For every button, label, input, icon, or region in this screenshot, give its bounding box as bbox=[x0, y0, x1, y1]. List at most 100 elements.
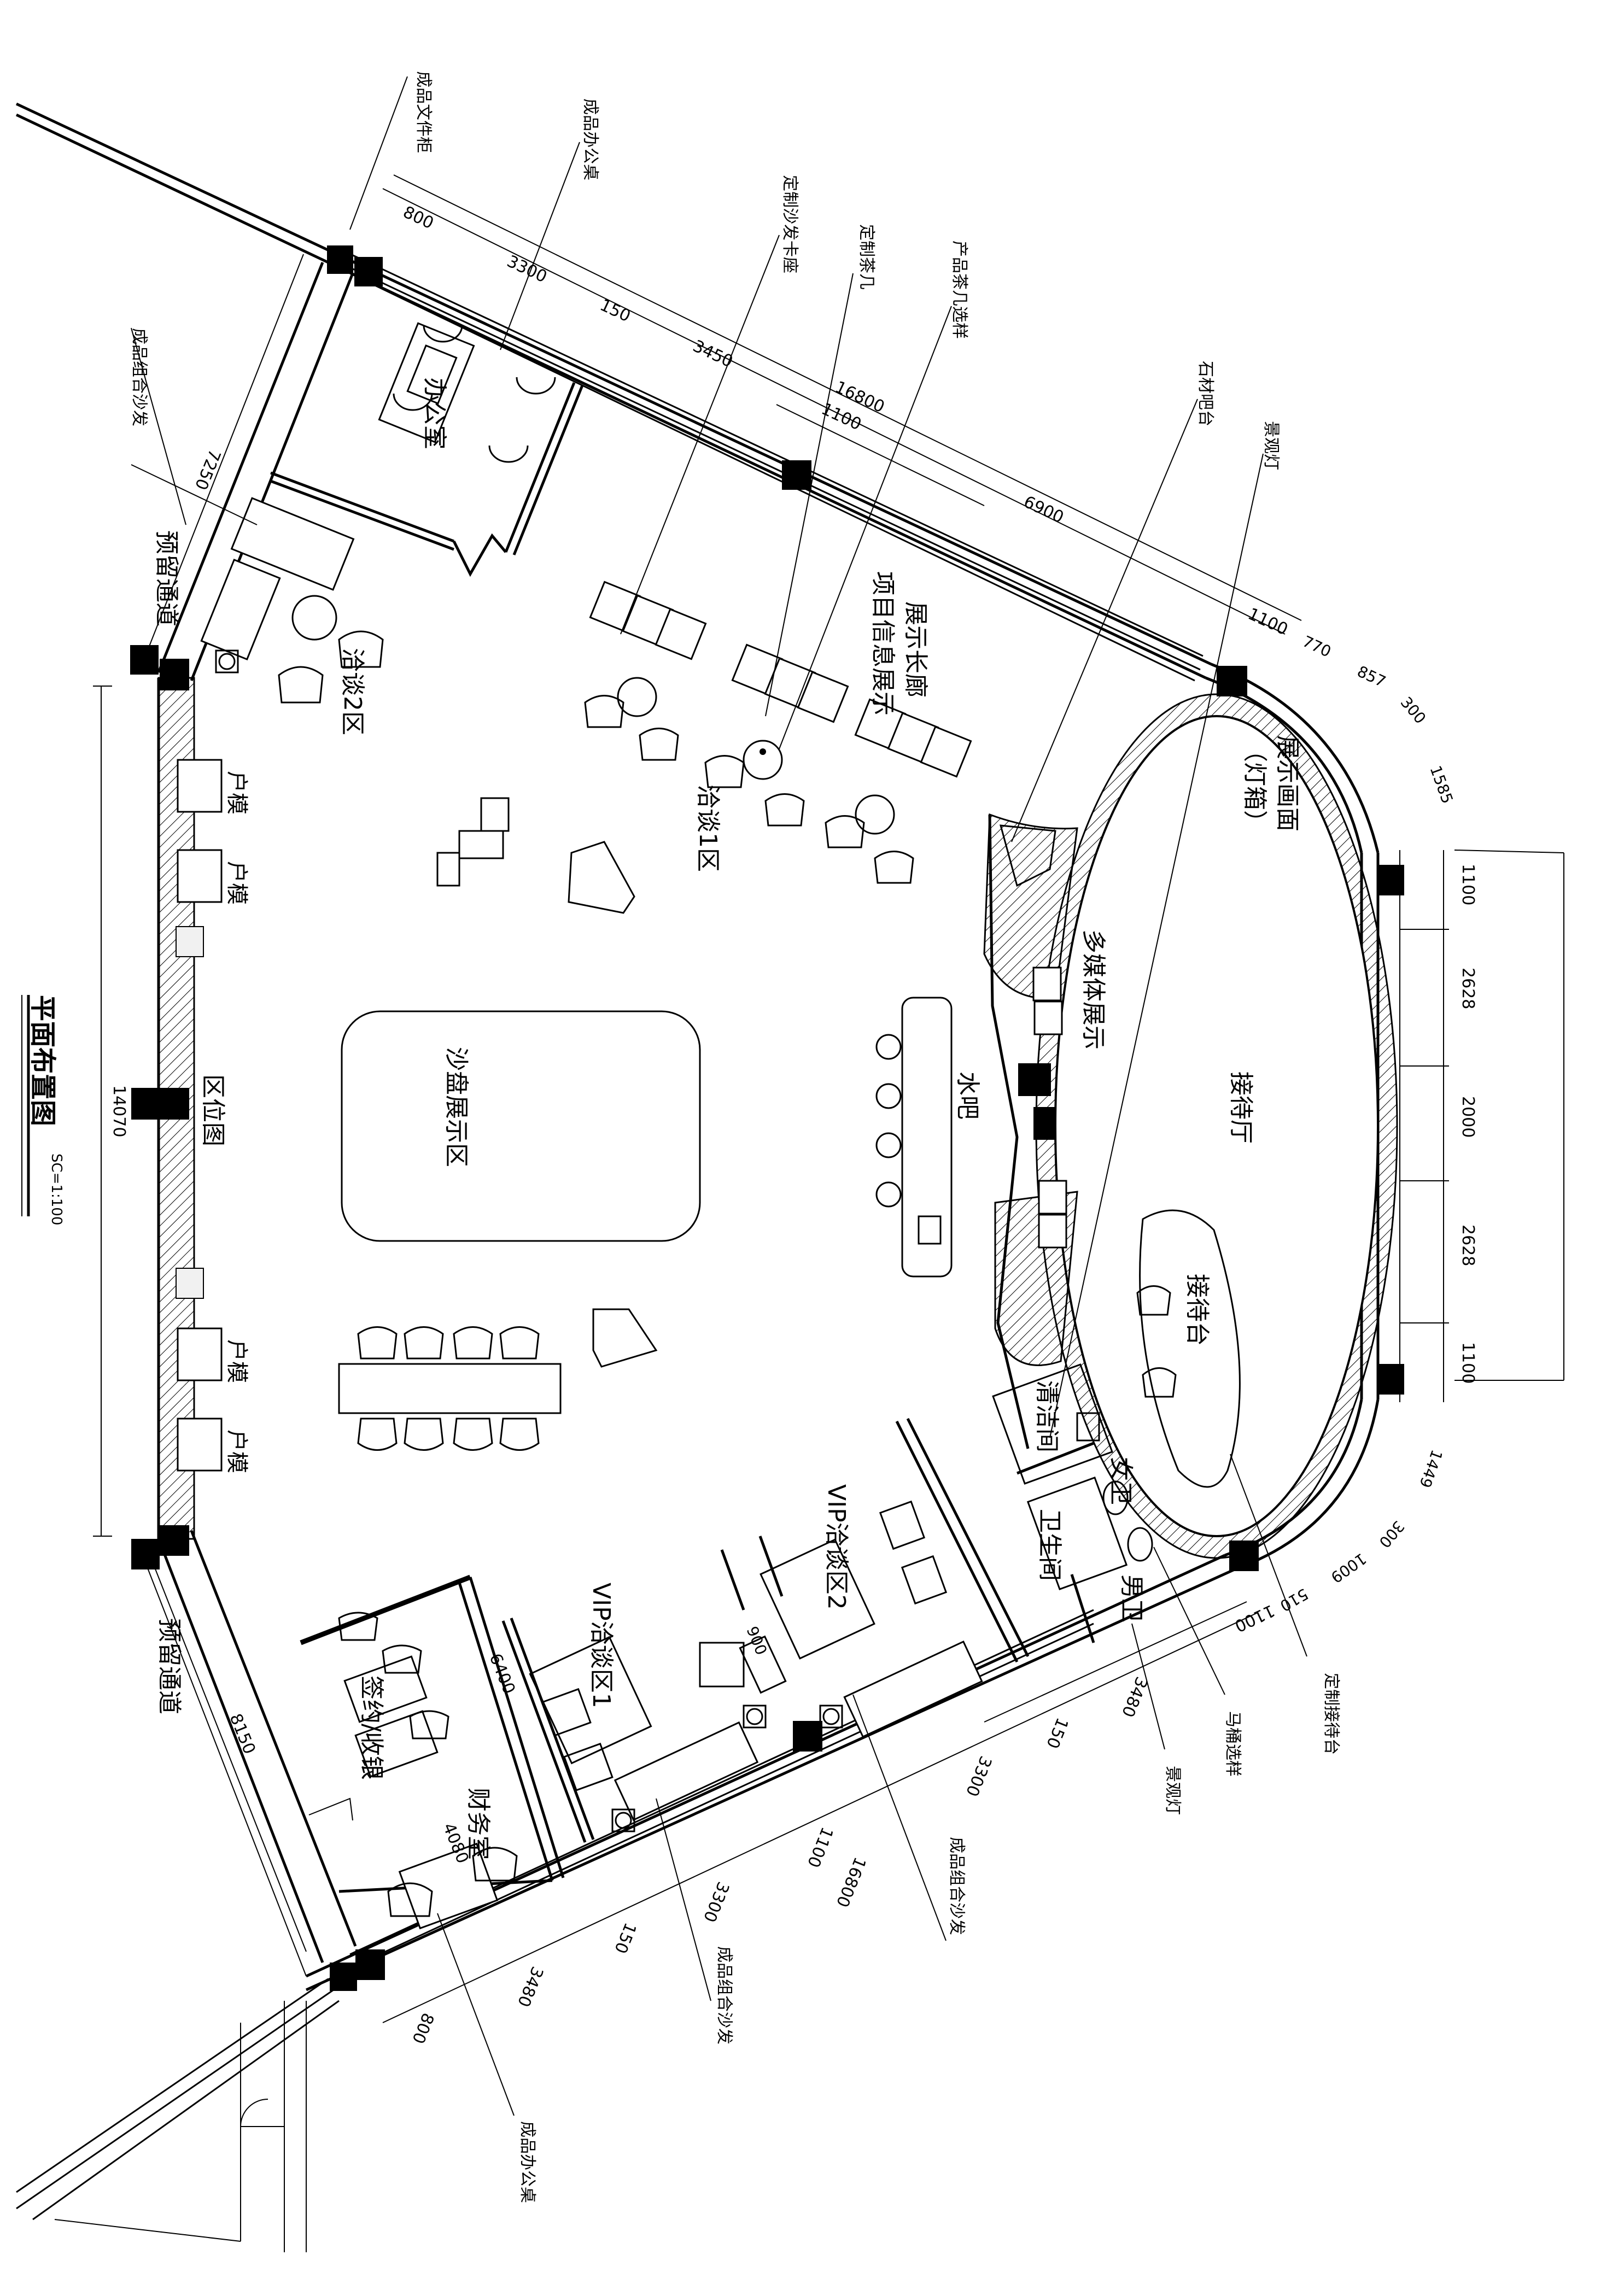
room-labels: 办公室 洽谈2区 展示长廊 项目信息展示 洽谈1区 展示画面 （灯箱） 多媒体展… bbox=[153, 377, 1301, 1860]
callout-text: 景观灯 bbox=[1163, 1766, 1182, 1815]
callout-text: 成品组合沙发 bbox=[715, 1946, 734, 2045]
vip-areas bbox=[501, 1418, 1030, 1843]
male-wc-label: 男卫 bbox=[1118, 1574, 1146, 1623]
signing-label: 签约/收银 bbox=[358, 1676, 385, 1780]
column bbox=[160, 1088, 189, 1120]
finance-label: 财务室 bbox=[464, 1788, 492, 1860]
callout-text: 定制接待台 bbox=[1322, 1673, 1341, 1755]
model-label-3: 户模 bbox=[224, 1339, 249, 1383]
bottom-wall-outer bbox=[305, 1567, 1237, 1992]
leader-lines bbox=[131, 76, 1307, 2116]
vip-2-label: VIP洽谈区2 bbox=[822, 1484, 850, 1610]
model-label-1: 户模 bbox=[224, 771, 249, 815]
lightbox-label: （灯箱） bbox=[1241, 738, 1269, 834]
water-bar bbox=[875, 997, 953, 1278]
dimension-text: 510 bbox=[1277, 1585, 1311, 1615]
lobby-features bbox=[436, 797, 658, 1368]
callout-text: 石材吧台 bbox=[1196, 361, 1215, 426]
sand-table bbox=[341, 1010, 701, 1242]
column bbox=[355, 1949, 385, 1980]
talk-area-2-furniture bbox=[200, 497, 384, 704]
column bbox=[131, 1539, 160, 1569]
reception-hall-label: 接待厅 bbox=[1227, 1071, 1255, 1144]
dimension-text: 1100 bbox=[1458, 1342, 1477, 1384]
dimension-text: 300 bbox=[1375, 1518, 1408, 1551]
dimension-text: 16800 bbox=[832, 1854, 869, 1910]
dimension-text: 1100 bbox=[1458, 864, 1477, 905]
female-wc-label: 女卫 bbox=[1107, 1457, 1135, 1505]
column bbox=[130, 645, 159, 675]
callout-text: 产品茶几选样 bbox=[950, 241, 969, 339]
model-label-4: 户模 bbox=[224, 1430, 249, 1473]
dimension-text: 3300 bbox=[962, 1753, 995, 1799]
drawing-title: 平面布置图 bbox=[27, 995, 58, 1126]
callout-text: 定制茶几 bbox=[857, 224, 876, 290]
dimension-text: 857 bbox=[1354, 662, 1388, 690]
water-bar-label: 水吧 bbox=[954, 1071, 982, 1120]
callout-text: 成品组合沙发 bbox=[947, 1837, 966, 1935]
column bbox=[354, 257, 383, 286]
model-displays bbox=[176, 759, 223, 1472]
dimension-text: 150 bbox=[1042, 1715, 1072, 1751]
dimension-text: 1009 bbox=[1328, 1549, 1370, 1586]
dimension-text: 800 bbox=[408, 2010, 437, 2046]
dimension-text: 14070 bbox=[109, 1085, 128, 1137]
talk-area-1-label: 洽谈1区 bbox=[694, 784, 722, 872]
dimension-text: 150 bbox=[610, 1920, 640, 1956]
conference-table bbox=[338, 1326, 562, 1451]
column bbox=[131, 1088, 160, 1120]
callout-text: 成品办公桌 bbox=[581, 98, 600, 180]
exhibit-corridor-label: 展示长廊 bbox=[902, 601, 930, 698]
dimension-text: 2628 bbox=[1458, 968, 1477, 1009]
sand-table-label: 沙盘展示区 bbox=[442, 1047, 470, 1167]
callout-text: 成品办公桌 bbox=[518, 2121, 537, 2203]
exhibit-screen-label: 展示画面 bbox=[1274, 735, 1301, 831]
column bbox=[330, 1963, 357, 1991]
callout-text: 定制沙发卡座 bbox=[780, 175, 799, 273]
dimension-text: 3300 bbox=[699, 1879, 733, 1925]
drawing-title-block: 平面布置图 SC=1:100 bbox=[21, 995, 65, 1225]
dimension-text: 1585 bbox=[1426, 763, 1456, 806]
talk-area-2-label: 洽谈2区 bbox=[338, 648, 366, 735]
callout-text: 马桶选样 bbox=[1223, 1711, 1242, 1777]
column bbox=[160, 1525, 189, 1556]
talk-area-1-furniture bbox=[584, 677, 914, 884]
dimension-text: 770 bbox=[1300, 632, 1334, 660]
restroom-label: 卫生间 bbox=[1036, 1509, 1064, 1581]
column bbox=[793, 1721, 822, 1752]
restroom-block bbox=[992, 1363, 1153, 1643]
dimension-text: 1449 bbox=[1416, 1448, 1446, 1490]
dimension-text: 3480 bbox=[1118, 1674, 1151, 1720]
dimension-text: 150 bbox=[597, 296, 634, 326]
dimension-text: 6900 bbox=[1021, 493, 1067, 528]
dimension-text: 1100 bbox=[803, 1824, 837, 1870]
column bbox=[1217, 666, 1247, 696]
reception-oval bbox=[983, 693, 1398, 1559]
column bbox=[1378, 1364, 1404, 1395]
dimension-text: 3480 bbox=[513, 1964, 547, 2010]
column bbox=[160, 659, 189, 690]
dimension-text: 900 bbox=[743, 1624, 771, 1657]
callout-labels: 成品文件柜 成品办公桌 定制沙发卡座 定制茶几 产品茶几选样 石材吧台 景观灯 … bbox=[130, 71, 1341, 2203]
vip-1-label: VIP洽谈区1 bbox=[587, 1583, 615, 1708]
dimension-text: 6400 bbox=[486, 1651, 519, 1697]
dimension-text: 2000 bbox=[1458, 1096, 1477, 1138]
dimension-text: 800 bbox=[400, 203, 437, 233]
office-area bbox=[270, 322, 584, 577]
callout-text: 景观灯 bbox=[1261, 421, 1281, 470]
office-label: 办公室 bbox=[420, 377, 448, 449]
signing-finance-areas bbox=[300, 1574, 565, 1930]
column bbox=[782, 460, 811, 490]
reserved-passage-label-1: 预留通道 bbox=[153, 530, 180, 626]
dimension-text: 300 bbox=[1397, 693, 1430, 727]
location-map-label: 区位图 bbox=[199, 1074, 227, 1146]
reserved-passage-label-2: 预留通道 bbox=[155, 1618, 183, 1714]
janitor-label: 清洁间 bbox=[1033, 1380, 1061, 1452]
multimedia-label: 多媒体展示 bbox=[1079, 929, 1107, 1050]
callout-text: 成品文件柜 bbox=[414, 71, 433, 153]
top-wall-inner bbox=[15, 113, 1207, 680]
dimension-text: 2628 bbox=[1458, 1225, 1477, 1266]
dimension-text: 1100 bbox=[1245, 605, 1291, 640]
callout-text: 成品组合沙发 bbox=[130, 328, 149, 426]
